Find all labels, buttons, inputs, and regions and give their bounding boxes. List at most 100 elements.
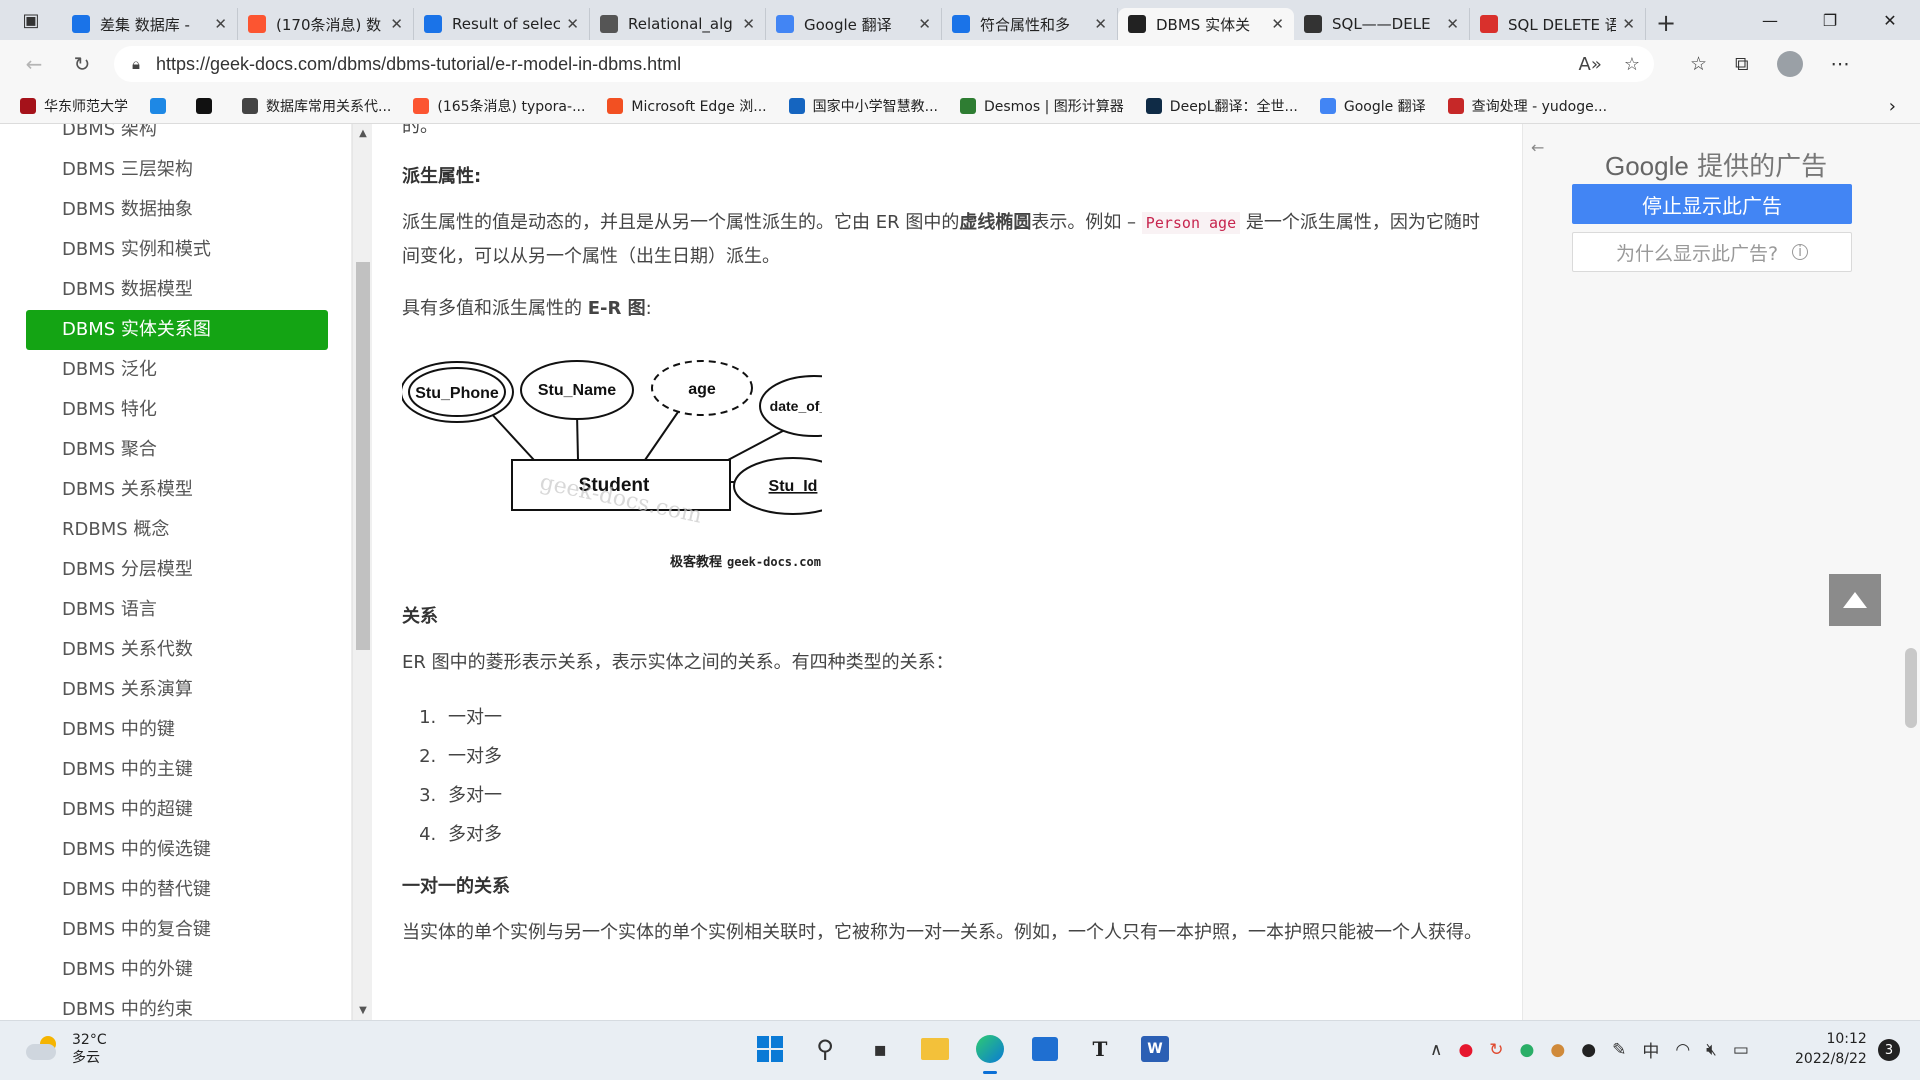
sidebar-scroll-thumb[interactable] [356, 262, 370, 650]
add-favorite-icon[interactable]: ☆ [1623, 53, 1640, 75]
favorite-item[interactable]: 查询处理 - yudoge... [1447, 96, 1607, 116]
sidebar-item[interactable]: DBMS 数据抽象 [62, 199, 193, 220]
stop-ad-button[interactable]: 停止显示此广告 [1572, 184, 1852, 224]
close-tab-icon[interactable]: ✕ [1622, 15, 1635, 33]
browser-tab[interactable]: SQL——DELE✕ [1294, 8, 1470, 40]
sidebar-item[interactable]: DBMS 三层架构 [62, 159, 193, 180]
page-scroll-thumb[interactable] [1905, 648, 1917, 728]
collections-icon[interactable]: ⧉ [1735, 53, 1749, 75]
typora-button[interactable]: T [1082, 1031, 1118, 1067]
wechat-icon[interactable]: ● [1519, 1039, 1535, 1060]
cat-icon[interactable]: ● [1550, 1039, 1566, 1060]
sidebar-item[interactable]: DBMS 中的候选键 [62, 839, 211, 860]
close-tab-icon[interactable]: ✕ [1271, 15, 1284, 33]
sidebar-item[interactable]: DBMS 泛化 [62, 359, 157, 380]
close-tab-icon[interactable]: ✕ [742, 15, 755, 33]
browser-tab[interactable]: SQL DELETE 语✕ [1470, 8, 1646, 40]
chevron-right-icon[interactable]: › [1888, 96, 1896, 117]
favorite-item[interactable]: 国家中小学智慧教... [788, 96, 938, 116]
sidebar-item[interactable]: DBMS 架构 [62, 124, 157, 140]
sidebar-item[interactable]: DBMS 中的替代键 [62, 879, 211, 900]
sidebar-item[interactable]: DBMS 数据模型 [62, 279, 193, 300]
pen-icon[interactable]: ✎ [1612, 1039, 1627, 1060]
back-button[interactable]: ← [10, 44, 58, 84]
restore-button[interactable]: ❐ [1800, 0, 1860, 40]
browser-tab[interactable]: DBMS 实体关✕ [1118, 8, 1294, 40]
browser-tab[interactable]: Google 翻译✕ [766, 8, 942, 40]
wifi-icon[interactable]: ◠ [1675, 1039, 1691, 1060]
more-menu-icon[interactable]: ⋯ [1830, 53, 1850, 75]
sidebar-item[interactable]: DBMS 中的超键 [62, 799, 193, 820]
sidebar-item[interactable]: RDBMS 概念 [62, 519, 170, 540]
sidebar-item[interactable]: DBMS 关系代数 [62, 639, 193, 660]
ad-back-arrow-icon[interactable]: ← [1531, 138, 1545, 157]
sidebar-item[interactable]: DBMS 特化 [62, 399, 157, 420]
taskbar-search-button[interactable]: ⚲ [807, 1031, 843, 1067]
read-aloud-icon[interactable]: A» [1578, 53, 1602, 75]
weibo-icon[interactable]: ● [1458, 1039, 1474, 1060]
profile-avatar[interactable] [1776, 51, 1803, 77]
sidebar-item-active[interactable]: DBMS 实体关系图 [26, 310, 328, 350]
word-button[interactable]: W [1137, 1031, 1173, 1067]
new-tab-button[interactable]: + [1646, 9, 1686, 37]
start-button[interactable] [752, 1031, 788, 1067]
browser-tab[interactable]: 差集 数据库 -✕ [62, 8, 238, 40]
store-button[interactable] [1027, 1031, 1063, 1067]
sidebar-item[interactable]: DBMS 关系模型 [62, 479, 193, 500]
why-ad-button[interactable]: 为什么显示此广告? i [1572, 232, 1852, 272]
volume-muted-icon[interactable]: 🔇︎ [1706, 1039, 1717, 1060]
close-tab-icon[interactable]: ✕ [566, 15, 579, 33]
browser-tab[interactable]: (170条消息) 数✕ [238, 8, 414, 40]
favorite-item[interactable] [196, 97, 220, 114]
close-window-button[interactable]: ✕ [1860, 0, 1920, 40]
favorite-item[interactable]: Google 翻译 [1319, 96, 1426, 116]
sidebar-item[interactable]: DBMS 中的复合键 [62, 919, 211, 940]
ime-indicator[interactable]: 中 [1642, 1042, 1660, 1062]
qq-icon[interactable]: ● [1581, 1039, 1597, 1060]
sidebar-item[interactable]: DBMS 中的主键 [62, 759, 193, 780]
scroll-up-icon[interactable]: ▲ [359, 128, 367, 139]
notification-badge[interactable]: 3 [1878, 1039, 1900, 1061]
sidebar-item[interactable]: DBMS 实例和模式 [62, 239, 211, 260]
favorite-item[interactable] [150, 97, 174, 114]
sidebar-item[interactable]: DBMS 中的外键 [62, 959, 193, 980]
minimize-button[interactable]: — [1740, 0, 1800, 40]
weather-widget[interactable]: 32°C 多云 [26, 1031, 107, 1067]
close-tab-icon[interactable]: ✕ [1094, 15, 1107, 33]
close-tab-icon[interactable]: ✕ [1446, 15, 1459, 33]
battery-icon[interactable]: ▭ [1732, 1039, 1749, 1060]
tab-actions-button[interactable]: ▣ [0, 0, 62, 40]
clock[interactable]: 10:12 2022/8/22 [1795, 1029, 1867, 1069]
favorite-item[interactable]: Desmos | 图形计算器 [959, 96, 1124, 116]
edge-browser-button[interactable] [972, 1031, 1008, 1074]
favorite-item[interactable]: DeepL翻译：全世... [1145, 96, 1298, 116]
chevron-up-icon[interactable]: ∧ [1430, 1039, 1443, 1060]
scroll-down-icon[interactable]: ▼ [359, 1005, 367, 1016]
favorite-item[interactable]: Microsoft Edge 浏... [607, 96, 767, 116]
sidebar-item[interactable]: DBMS 聚合 [62, 439, 157, 460]
sidebar-scrollbar[interactable]: ▲ ▼ [352, 124, 372, 1020]
url-text[interactable]: https://geek-docs.com/dbms/dbms-tutorial… [155, 53, 682, 74]
task-view-button[interactable]: ▪ [862, 1031, 898, 1067]
browser-tab[interactable]: 符合属性和多✕ [942, 8, 1118, 40]
sidebar-item[interactable]: DBMS 中的约束 [62, 999, 193, 1020]
refresh-button[interactable]: ↻ [58, 44, 106, 84]
browser-tab[interactable]: Relational_alg✕ [590, 8, 766, 40]
file-explorer-button[interactable] [917, 1031, 953, 1067]
favorite-item[interactable]: 数据库常用关系代... [242, 96, 391, 116]
favorite-item[interactable]: 华东师范大学 [20, 96, 128, 116]
page-scrollbar[interactable] [1900, 124, 1920, 1020]
sidebar-item[interactable]: DBMS 关系演算 [62, 679, 193, 700]
sidebar-item[interactable]: DBMS 分层模型 [62, 559, 193, 580]
close-tab-icon[interactable]: ✕ [918, 15, 931, 33]
sidebar-item[interactable]: DBMS 语言 [62, 599, 157, 620]
close-tab-icon[interactable]: ✕ [214, 15, 227, 33]
favorites-icon[interactable]: ☆ [1690, 53, 1708, 75]
close-tab-icon[interactable]: ✕ [390, 15, 403, 33]
back-to-top-button[interactable] [1829, 574, 1881, 626]
sidebar-item[interactable]: DBMS 中的键 [62, 719, 175, 740]
browser-tab[interactable]: Result of selec✕ [414, 8, 590, 40]
favorite-item[interactable]: (165条消息) typora-... [413, 96, 585, 116]
address-bar[interactable]: 🔒︎ https://geek-docs.com/dbms/dbms-tutor… [114, 46, 1654, 82]
sync-icon[interactable]: ↻ [1489, 1039, 1504, 1060]
